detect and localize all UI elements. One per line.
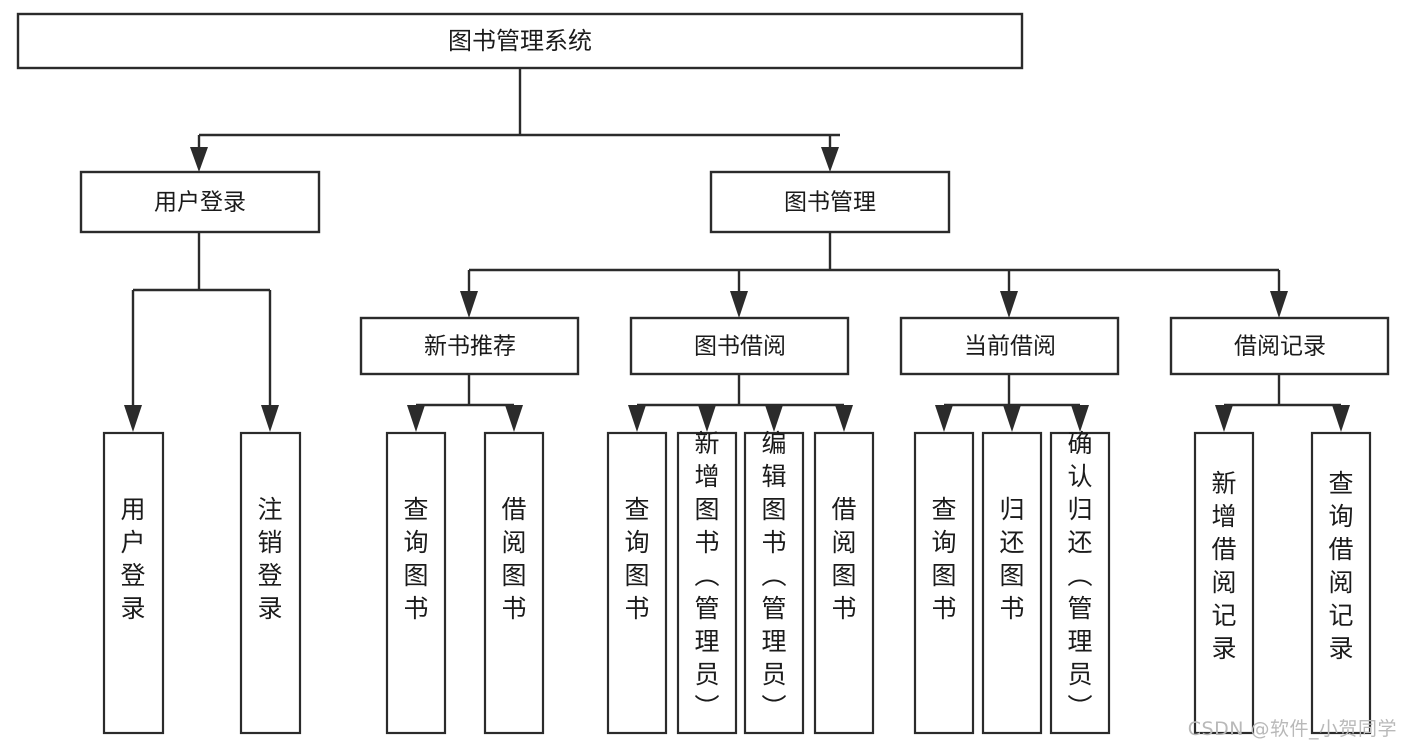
arrow-head-nb-borrow bbox=[505, 405, 523, 432]
node-book-borrow-label: 图书借阅 bbox=[694, 334, 786, 360]
csdn-watermark: CSDN @软件_小贺同学 bbox=[1187, 718, 1397, 740]
leaf-cb-query-book-label: 查询图书 bbox=[931, 495, 956, 623]
arrow-head-nb-query bbox=[407, 405, 425, 432]
leaf-user-login-label: 用户登录 bbox=[120, 495, 145, 623]
node-book-manage[interactable]: 图书管理 bbox=[709, 170, 951, 234]
arrow-head-new-book bbox=[460, 291, 478, 318]
leaf-bb-edit-book-box bbox=[743, 431, 805, 735]
leaf-nb-borrow-book-label: 借阅图书 bbox=[501, 495, 526, 623]
leaf-cb-query-book-box bbox=[913, 431, 975, 735]
connector-group-root bbox=[190, 68, 840, 172]
arrow-head-bb-borrow bbox=[835, 405, 853, 432]
arrow-head-cb-query bbox=[935, 405, 953, 432]
leaf-cb-return-book[interactable]: 归还图书 bbox=[981, 431, 1043, 735]
leaf-br-query-record-label: 查询借阅记录 bbox=[1328, 469, 1353, 663]
arrow-head-borrow-record bbox=[1270, 291, 1288, 318]
leaf-br-query-record-box bbox=[1310, 431, 1372, 735]
leaf-nb-query-book-label: 查询图书 bbox=[403, 495, 428, 623]
leaf-cb-confirm-return-box bbox=[1049, 431, 1111, 735]
leaf-cb-confirm-return-label: 确认归还︵管理员︶ bbox=[1067, 429, 1092, 722]
connector-group-book-manage bbox=[460, 232, 1288, 318]
leaf-logout[interactable]: 注销登录 bbox=[239, 431, 302, 735]
connector-group-new-book bbox=[407, 374, 523, 432]
leaf-br-query-record[interactable]: 查询借阅记录 bbox=[1310, 431, 1372, 735]
node-new-book-recommend[interactable]: 新书推荐 bbox=[359, 316, 580, 376]
node-book-borrow[interactable]: 图书借阅 bbox=[629, 316, 850, 376]
arrow-head-cb-return bbox=[1003, 405, 1021, 432]
leaf-bb-query-book-box bbox=[606, 431, 668, 735]
leaf-br-add-record-label: 新增借阅记录 bbox=[1211, 469, 1236, 663]
leaf-br-add-record[interactable]: 新增借阅记录 bbox=[1193, 431, 1255, 735]
leaf-bb-query-book[interactable]: 查询图书 bbox=[606, 431, 668, 735]
leaf-nb-query-book[interactable]: 查询图书 bbox=[385, 431, 447, 735]
arrow-head-bb-add bbox=[698, 405, 716, 432]
node-book-manage-label: 图书管理 bbox=[784, 190, 876, 216]
leaf-bb-borrow-book[interactable]: 借阅图书 bbox=[813, 431, 875, 735]
leaf-bb-edit-book[interactable]: 编辑图书︵管理员︶ bbox=[743, 429, 805, 735]
node-root-label: 图书管理系统 bbox=[448, 27, 592, 55]
node-current-borrow-box bbox=[899, 316, 1120, 376]
leaf-cb-confirm-return[interactable]: 确认归还︵管理员︶ bbox=[1049, 429, 1111, 735]
leaf-bb-add-book-label: 新增图书︵管理员︶ bbox=[694, 429, 719, 722]
leaf-user-login-box bbox=[102, 431, 165, 735]
node-new-book-recommend-box bbox=[359, 316, 580, 376]
arrow-head-bb-query bbox=[628, 405, 646, 432]
leaf-logout-box bbox=[239, 431, 302, 735]
node-user-login-box bbox=[79, 170, 321, 234]
leaf-nb-borrow-book[interactable]: 借阅图书 bbox=[483, 431, 545, 735]
leaf-bb-borrow-book-box bbox=[813, 431, 875, 735]
node-user-login[interactable]: 用户登录 bbox=[79, 170, 321, 234]
leaf-logout-label: 注销登录 bbox=[257, 495, 282, 623]
leaf-cb-return-book-box bbox=[981, 431, 1043, 735]
node-current-borrow-label: 当前借阅 bbox=[964, 334, 1056, 360]
leaf-nb-query-book-box bbox=[385, 431, 447, 735]
arrow-head-br-query bbox=[1332, 405, 1350, 432]
connector-group-book-borrow bbox=[628, 374, 853, 432]
connector-group-borrow-record bbox=[1215, 374, 1350, 432]
arrow-head-br-add bbox=[1215, 405, 1233, 432]
arrow-head-book-manage bbox=[821, 147, 839, 172]
leaf-br-add-record-box bbox=[1193, 431, 1255, 735]
arrow-head-cb-confirm bbox=[1071, 405, 1089, 432]
node-current-borrow[interactable]: 当前借阅 bbox=[899, 316, 1120, 376]
node-book-borrow-box bbox=[629, 316, 850, 376]
arrow-head-bb-edit bbox=[765, 405, 783, 432]
node-root[interactable]: 图书管理系统 bbox=[16, 12, 1024, 70]
arrow-head-current-borrow bbox=[1000, 291, 1018, 318]
leaf-cb-return-book-label: 归还图书 bbox=[999, 495, 1024, 623]
leaf-bb-query-book-label: 查询图书 bbox=[624, 495, 649, 623]
node-borrow-record-label: 借阅记录 bbox=[1234, 334, 1326, 360]
node-borrow-record-box bbox=[1169, 316, 1390, 376]
arrow-head-user-login bbox=[190, 147, 208, 172]
arrow-head-leaf-user-login bbox=[124, 405, 142, 432]
arrow-head-book-borrow bbox=[730, 291, 748, 318]
leaf-bb-edit-book-label: 编辑图书︵管理员︶ bbox=[761, 429, 786, 722]
connector-group-user-login bbox=[124, 232, 279, 432]
leaf-bb-borrow-book-label: 借阅图书 bbox=[831, 495, 856, 623]
node-book-manage-box bbox=[709, 170, 951, 234]
leaf-bb-add-book-box bbox=[676, 431, 738, 735]
node-root-box bbox=[16, 12, 1024, 70]
connector-group-current-borrow bbox=[935, 374, 1089, 432]
node-new-book-recommend-label: 新书推荐 bbox=[424, 334, 516, 360]
arrow-head-leaf-logout bbox=[261, 405, 279, 432]
leaf-cb-query-book[interactable]: 查询图书 bbox=[913, 431, 975, 735]
node-user-login-label: 用户登录 bbox=[154, 190, 246, 216]
node-borrow-record[interactable]: 借阅记录 bbox=[1169, 316, 1390, 376]
leaf-user-login[interactable]: 用户登录 bbox=[102, 431, 165, 735]
leaf-nb-borrow-book-box bbox=[483, 431, 545, 735]
leaf-bb-add-book[interactable]: 新增图书︵管理员︶ bbox=[676, 429, 738, 735]
